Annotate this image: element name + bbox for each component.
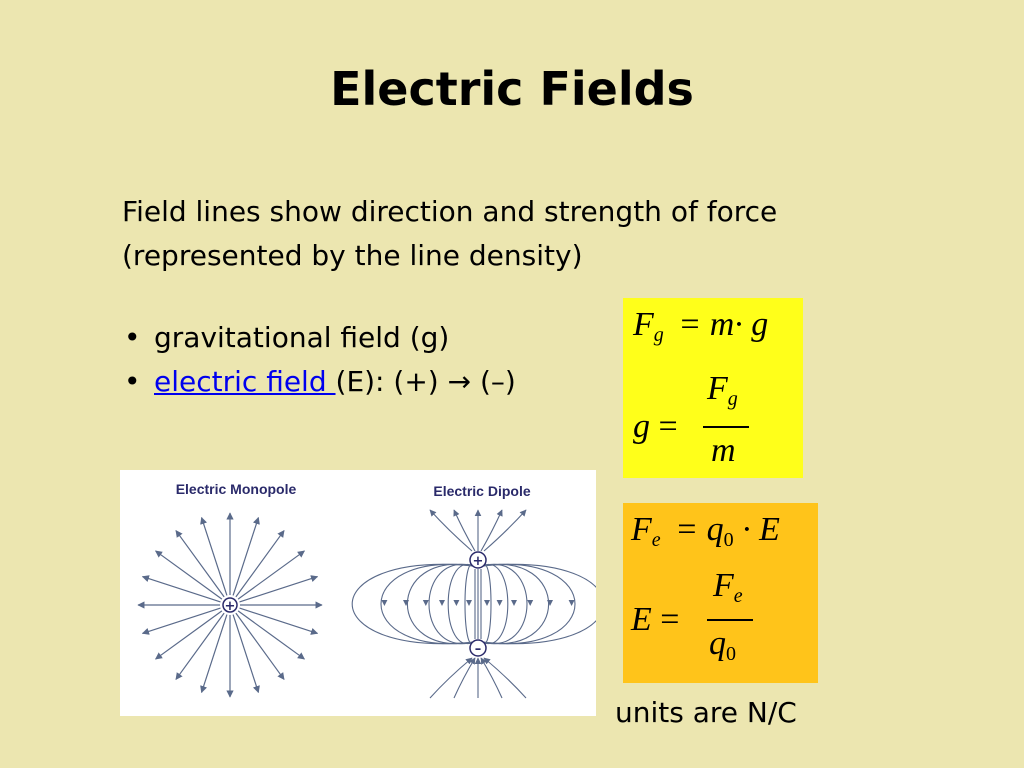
intro-line-1: Field lines show direction and strength … (122, 195, 778, 228)
dipole-field-arrow (466, 600, 472, 606)
dipole-field-line (351, 563, 475, 645)
bullet-text: (E): (+) → (–) (335, 365, 516, 398)
bullet-gravitational: • gravitational field (g) (122, 316, 516, 360)
monopole-field-line (239, 607, 319, 635)
monopole-field-line (235, 529, 285, 598)
dipole-outgoing-line (480, 509, 503, 552)
gravity-fraction-numerator: Fg (707, 370, 738, 410)
dipole-field-arrow (439, 600, 445, 606)
bullet-list: • gravitational field (g) • electric fie… (122, 316, 516, 404)
dipole-field-arrow (511, 600, 517, 606)
dipole-incoming-line (453, 657, 476, 699)
dipole-field-arrow (484, 600, 490, 606)
monopole-field-line (154, 610, 223, 660)
dipole-field-arrow (422, 600, 429, 606)
dipole-positive-charge (469, 551, 487, 569)
dipole-field-line (481, 563, 549, 645)
monopole-field-line (239, 575, 319, 603)
field-lines-illustration: Electric Monopole Electric Dipole + + – (137, 481, 605, 699)
dipole-negative-sign: – (475, 642, 482, 657)
dipole-label: Electric Dipole (433, 483, 530, 499)
monopole-field-line (154, 550, 223, 600)
dipole-field-arrow (568, 600, 575, 606)
slide-title: Electric Fields (330, 62, 694, 116)
electric-force-equation: Fe = q0 · E (631, 511, 780, 551)
monopole-charge-sign: + (225, 599, 236, 614)
monopole-field-line (200, 516, 228, 596)
dipole-positive-sign: + (473, 554, 484, 569)
monopole-field-line (232, 614, 260, 694)
gravity-formula-box: Fg = m· g g = Fg m (623, 298, 803, 478)
dipole-field-line (380, 563, 475, 645)
intro-line-2: (represented by the line density) (122, 239, 583, 272)
dipole-field-arrow (547, 600, 553, 606)
dipole-field-lines (351, 509, 605, 699)
monopole-field-lines (137, 512, 323, 698)
field-lines-diagram: Electric Monopole Electric Dipole + + – (120, 470, 605, 716)
gravity-field-lhs: g = (633, 408, 678, 445)
dipole-field-line (428, 563, 475, 645)
dipole-field-line (407, 563, 475, 645)
units-note: units are N/C (615, 696, 797, 729)
dipole-outgoing-line (429, 509, 473, 552)
gravity-fraction-bar (703, 426, 749, 428)
dipole-incoming-line (480, 657, 503, 699)
bullet-marker: • (124, 321, 141, 354)
electric-fraction-denominator: q0 (709, 625, 736, 665)
monopole-label: Electric Monopole (176, 481, 297, 497)
electric-field-lhs: E = (631, 601, 680, 638)
monopole-field-line (232, 516, 260, 596)
monopole-field-line (237, 610, 306, 660)
dipole-field-line (481, 563, 509, 645)
dipole-field-arrow (381, 600, 388, 606)
bullet-electric: • electric field (E): (+) → (–) (122, 360, 516, 404)
dipole-field-line (481, 563, 528, 645)
dipole-negative-charge (469, 639, 487, 657)
monopole-charge (222, 597, 238, 613)
electric-formula-box: Fe = q0 · E E = Fe q0 (623, 503, 818, 683)
dipole-field-arrow (403, 600, 409, 606)
electric-fraction-bar (707, 619, 753, 621)
electric-fraction-numerator: Fe (713, 567, 743, 607)
monopole-field-line (175, 612, 225, 681)
intro-text: Field lines show direction and strength … (122, 190, 902, 278)
monopole-field-line (175, 529, 225, 598)
monopole-field-line (141, 607, 221, 635)
monopole-field-line (141, 575, 221, 603)
electric-field-link[interactable]: electric field (154, 365, 336, 398)
dipole-outgoing-line (483, 509, 527, 552)
monopole-field-line (200, 614, 228, 694)
bullet-marker: • (124, 365, 141, 398)
bullet-text: gravitational field (g) (154, 321, 450, 354)
dipole-field-arrow (527, 600, 534, 606)
dipole-field-line (481, 563, 576, 645)
monopole-field-line (235, 612, 285, 681)
dipole-outgoing-line (453, 509, 476, 552)
monopole-field-line (237, 550, 306, 600)
gravity-fraction-denominator: m (711, 432, 736, 469)
dipole-field-arrow (453, 600, 460, 606)
dipole-field-line (447, 563, 475, 645)
dipole-incoming-line (429, 657, 473, 699)
dipole-incoming-line (483, 657, 527, 699)
dipole-field-arrow (496, 600, 503, 606)
gravity-force-equation: Fg = m· g (633, 306, 769, 346)
